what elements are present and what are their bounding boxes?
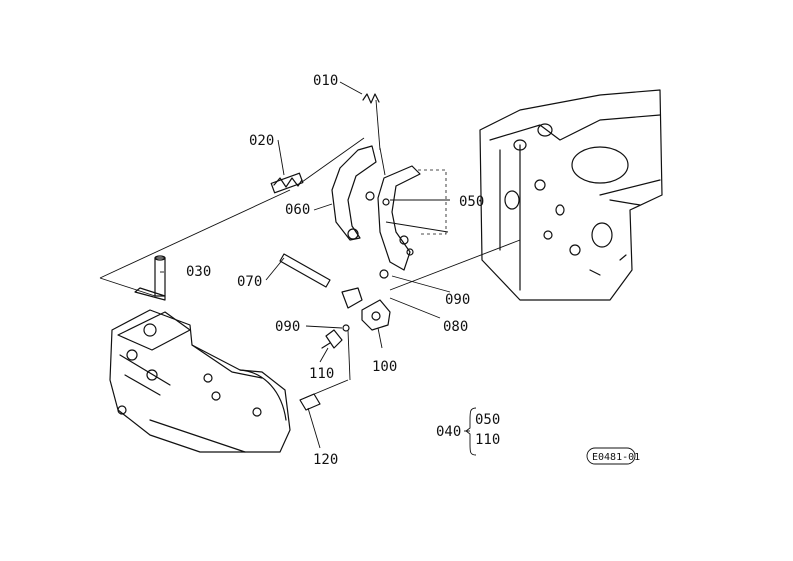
- drawing-code: E0481-01: [592, 452, 640, 463]
- label-010: 010: [313, 73, 338, 89]
- pump-housing: [109, 309, 291, 453]
- part-050-lever: [377, 165, 421, 271]
- assembly-lines: [99, 99, 521, 401]
- label-100: 100: [372, 359, 397, 375]
- drawing-code-badge: E0481-01: [586, 447, 640, 465]
- label-leaders: [160, 81, 451, 449]
- label-060: 060: [285, 202, 310, 218]
- label-120: 120: [313, 452, 338, 468]
- label-080: 080: [443, 319, 468, 335]
- part-110-bolt: [321, 329, 343, 349]
- label-090-lower: 090: [275, 319, 300, 335]
- label-110: 110: [309, 366, 334, 382]
- washers: [342, 269, 389, 332]
- label-020: 020: [249, 133, 274, 149]
- engine-block: [479, 89, 663, 301]
- part-100-block: [341, 287, 391, 331]
- label-030: 030: [186, 264, 211, 280]
- part-030-shaft: [134, 255, 166, 301]
- part-070-pin: [279, 253, 331, 288]
- group-label: 040: [436, 424, 461, 440]
- group-item-050: 050: [475, 412, 500, 428]
- label-050: 050: [459, 194, 484, 210]
- group-callout-040: 040 050 110: [436, 407, 500, 456]
- label-070: 070: [237, 274, 262, 290]
- part-020-spring: [270, 172, 304, 194]
- group-item-110: 110: [475, 432, 500, 448]
- part-010-spring: [362, 93, 380, 104]
- part-060-lever: [331, 145, 377, 241]
- label-090-upper: 090: [445, 292, 470, 308]
- part-120-bolt: [299, 393, 321, 411]
